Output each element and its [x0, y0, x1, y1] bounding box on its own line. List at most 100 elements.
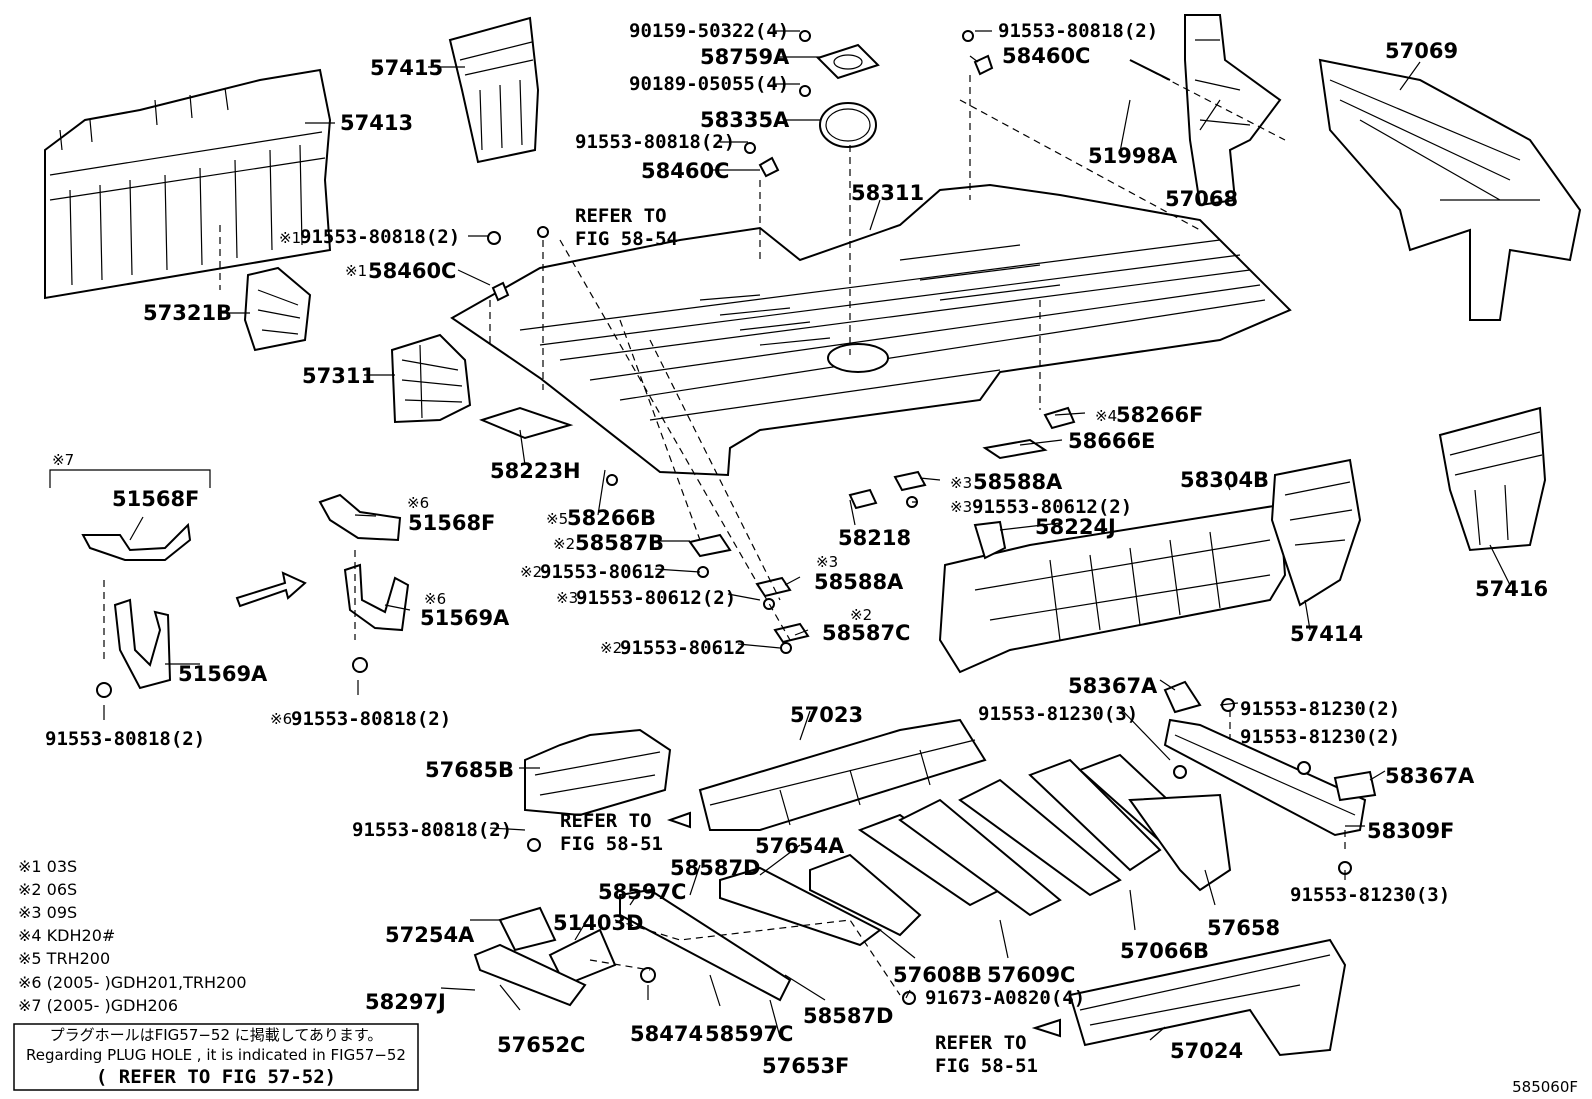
label-57066B[interactable]: 57066B	[1120, 939, 1209, 963]
label-58297J[interactable]: 58297J	[365, 990, 446, 1014]
refer-58-51b-line1[interactable]: REFER TO	[935, 1032, 1027, 1054]
label-58460C-center[interactable]: 58460C	[641, 159, 729, 183]
label-58224J[interactable]: 58224J	[1035, 515, 1116, 539]
label-90159-50322[interactable]: 90159-50322(4)	[629, 20, 789, 42]
label-58309F[interactable]: 58309F	[1367, 819, 1454, 843]
refer-58-54-line1[interactable]: REFER TO	[575, 205, 667, 227]
label-58588A-lower[interactable]: 58588A	[814, 570, 904, 594]
mark-3c: ※3	[816, 553, 838, 571]
label-91553-81230-c[interactable]: 91553-81230(2)	[1240, 726, 1400, 748]
legend-item: ※1 03S	[18, 857, 77, 876]
part-57653F-drawing	[619, 888, 792, 1002]
label-57069[interactable]: 57069	[1385, 39, 1458, 63]
label-58335A[interactable]: 58335A	[700, 108, 790, 132]
label-91553-80818-right[interactable]: 91553-80818(2)	[998, 20, 1158, 42]
label-57416[interactable]: 57416	[1475, 577, 1548, 601]
mark-3b: ※3	[950, 498, 972, 516]
note-line-en: Regarding PLUG HOLE , it is indicated in…	[26, 1046, 406, 1064]
label-58223H[interactable]: 58223H	[490, 459, 581, 483]
label-51568F-right[interactable]: 51568F	[408, 511, 495, 535]
part-57413-drawing	[44, 68, 332, 300]
refer-58-51a-line1[interactable]: REFER TO	[560, 810, 652, 832]
label-57654A[interactable]: 57654A	[755, 834, 845, 858]
label-58597C-lower[interactable]: 58597C	[705, 1022, 793, 1046]
clips	[491, 54, 1076, 644]
part-58304B-drawing	[938, 503, 1287, 674]
label-58587C[interactable]: 58587C	[822, 621, 910, 645]
label-91553-81230-d[interactable]: 91553-81230(3)	[1290, 884, 1450, 906]
label-58266F[interactable]: 58266F	[1116, 403, 1203, 427]
label-91553-80612-c[interactable]: 91553-80612	[620, 637, 746, 659]
label-51998A[interactable]: 51998A	[1088, 144, 1178, 168]
refer-58-51b-line2[interactable]: FIG 58-51	[935, 1055, 1038, 1077]
label-58666E[interactable]: 58666E	[1068, 429, 1155, 453]
legend-item: ※7 (2005- )GDH206	[18, 996, 178, 1015]
part-57415-drawing	[448, 16, 540, 164]
label-58587B[interactable]: 58587B	[575, 531, 664, 555]
label-57415[interactable]: 57415	[370, 56, 443, 80]
label-58266B[interactable]: 58266B	[567, 506, 656, 530]
label-57414[interactable]: 57414	[1290, 622, 1363, 646]
part-57685B-drawing	[524, 728, 672, 817]
note-refer[interactable]: ( REFER TO FIG 57-52)	[96, 1066, 336, 1088]
label-51569A-right[interactable]: 51569A	[420, 606, 510, 630]
part-58309F-drawing	[1163, 718, 1367, 837]
note-line-jp: プラグホールはFIG57−52 に掲載してあります。	[50, 1026, 383, 1044]
label-58218[interactable]: 58218	[838, 526, 911, 550]
label-51403D[interactable]: 51403D	[553, 911, 644, 935]
label-58474[interactable]: 58474	[630, 1022, 703, 1046]
label-91553-80612-b[interactable]: 91553-80612(2)	[576, 587, 736, 609]
part-57023-drawing	[698, 718, 987, 831]
label-91553-81230-b[interactable]: 91553-81230(3)	[978, 703, 1138, 725]
label-58759A[interactable]: 58759A	[700, 45, 790, 69]
label-51569A-left[interactable]: 51569A	[178, 662, 268, 686]
label-91553-80612-right[interactable]: 91553-80612(2)	[972, 496, 1132, 518]
part-57652C-drawing	[473, 943, 587, 1007]
label-57254A[interactable]: 57254A	[385, 923, 475, 947]
label-57609C[interactable]: 57609C	[987, 963, 1075, 987]
label-57608B[interactable]: 57608B	[893, 963, 982, 987]
label-58367A-upper[interactable]: 58367A	[1068, 674, 1158, 698]
label-57024[interactable]: 57024	[1170, 1039, 1243, 1063]
label-57413[interactable]: 57413	[340, 111, 413, 135]
mark-1b: ※1	[345, 262, 367, 280]
label-91553-81230-a[interactable]: 91553-81230(2)	[1240, 698, 1400, 720]
part-58367A-lower-drawing	[1333, 770, 1377, 802]
label-91553-80818-bracket[interactable]: 91553-80818(2)	[291, 708, 451, 730]
label-91553-80818-center[interactable]: 91553-80818(2)	[575, 131, 735, 153]
mark-6c: ※6	[270, 710, 292, 728]
label-91553-80818-57685B[interactable]: 91553-80818(2)	[352, 819, 512, 841]
label-91553-80818-bottomleft[interactable]: 91553-80818(2)	[45, 728, 205, 750]
label-91553-80612-a[interactable]: 91553-80612	[540, 561, 666, 583]
label-57658[interactable]: 57658	[1207, 916, 1280, 940]
label-57653F[interactable]: 57653F	[762, 1054, 849, 1078]
label-58588A-upper[interactable]: 58588A	[973, 470, 1063, 494]
label-51568F-left[interactable]: 51568F	[112, 487, 199, 511]
refer-58-54-line2[interactable]: FIG 58-54	[575, 228, 678, 250]
label-57023[interactable]: 57023	[790, 703, 863, 727]
variant-legend: ※1 03S ※2 06S ※3 09S ※4 KDH20# ※5 TRH200…	[18, 857, 247, 1015]
label-58311[interactable]: 58311	[851, 181, 924, 205]
label-57685B[interactable]: 57685B	[425, 758, 514, 782]
label-58460C-left[interactable]: 58460C	[368, 259, 456, 283]
label-58587D-upper[interactable]: 58587D	[670, 856, 761, 880]
mark-6b: ※6	[424, 590, 446, 608]
label-57321B[interactable]: 57321B	[143, 301, 232, 325]
label-90189-05055[interactable]: 90189-05055(4)	[629, 73, 789, 95]
label-57311[interactable]: 57311	[302, 364, 375, 388]
part-57414-drawing	[1270, 458, 1362, 607]
plug-hole-note: プラグホールはFIG57−52 に掲載してあります。 Regarding PLU…	[13, 1023, 419, 1091]
label-57068[interactable]: 57068	[1165, 187, 1238, 211]
label-91673-A0820[interactable]: 91673-A0820(4)	[925, 987, 1085, 1009]
refer-58-51a-line2[interactable]: FIG 58-51	[560, 833, 663, 855]
label-58597C-upper[interactable]: 58597C	[598, 880, 686, 904]
label-91553-80818-left[interactable]: 91553-80818(2)	[300, 226, 460, 248]
legend-item: ※3 09S	[18, 903, 77, 922]
legend-item: ※5 TRH200	[18, 949, 110, 968]
label-58587D-lower[interactable]: 58587D	[803, 1004, 894, 1028]
label-58460C-right[interactable]: 58460C	[1002, 44, 1090, 68]
label-58367A-lower[interactable]: 58367A	[1385, 764, 1475, 788]
mark-7: ※7	[52, 451, 74, 469]
label-57652C[interactable]: 57652C	[497, 1033, 585, 1057]
label-58304B[interactable]: 58304B	[1180, 468, 1269, 492]
